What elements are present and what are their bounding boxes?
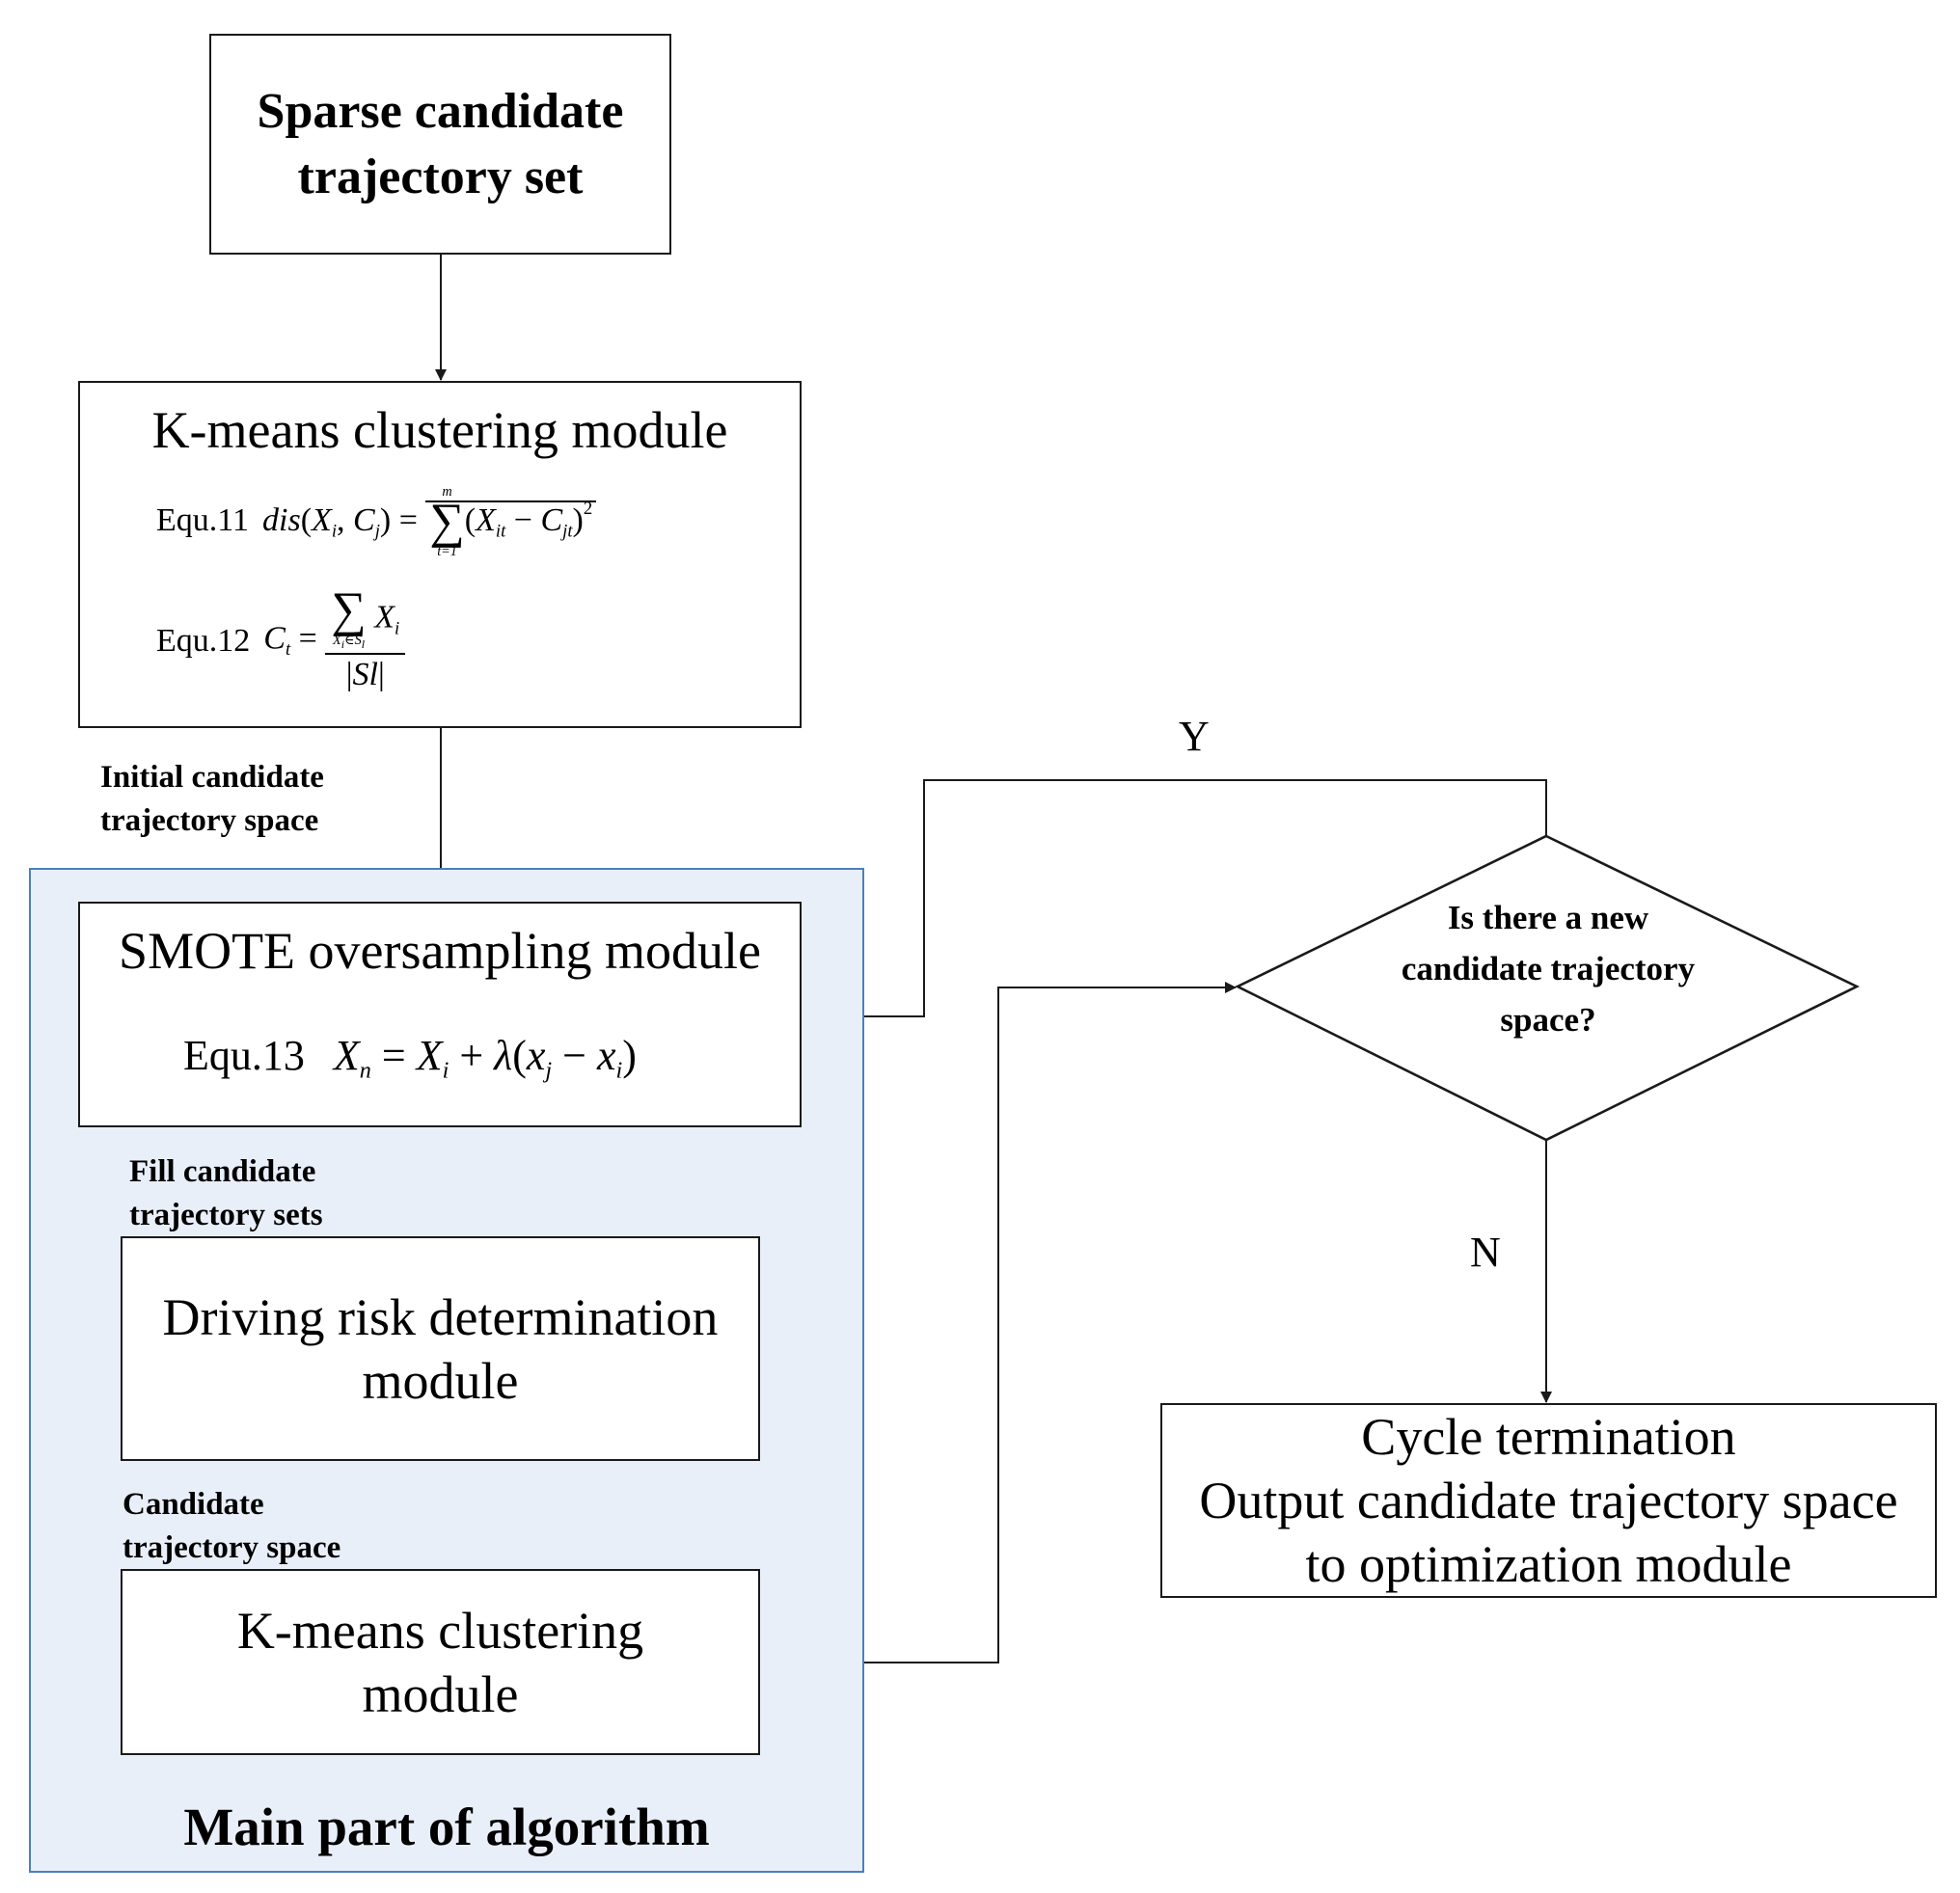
termination-line-2: Output candidate trajectory space <box>1199 1472 1898 1529</box>
arrow-kmeans-to-decision <box>760 982 1237 1663</box>
kmeans-top-title: K-means clustering module <box>151 401 728 459</box>
decision-text: Is there a new candidate trajectory spac… <box>1401 899 1696 1039</box>
eq11-formula: dis(Xi, Cj) = m∑t=1(Xit − Cjt)2 <box>262 461 597 580</box>
equation-13: Equ.13 Xn = Xi + λ(xj − xi) <box>183 1017 637 1109</box>
edge-label-yes: Y <box>1179 713 1210 760</box>
smote-title: SMOTE oversampling module <box>119 922 761 980</box>
arrow-decision-yes-to-smote <box>802 779 1547 1022</box>
kmeans-clustering-box-top: K-means clustering module <box>78 381 802 728</box>
termination-line-3: to optimization module <box>1305 1535 1792 1593</box>
eq13-formula: Xn = Xi + λ(xj − xi) <box>333 1032 637 1084</box>
equation-11: Equ.11 dis(Xi, Cj) = m∑t=1(Xit − Cjt)2 <box>156 461 597 580</box>
edge-label-no: N <box>1470 1229 1501 1276</box>
eq13-label: Equ.13 <box>183 1032 305 1079</box>
kmeans-bottom-text: K-means clustering module <box>236 1601 644 1723</box>
edge-label-candidate-space: Candidate trajectory space <box>122 1487 341 1565</box>
smote-oversampling-box: SMOTE oversampling module <box>78 902 802 1127</box>
eq12-formula: Ct = ∑Xi∈Sl Xi |Sl| <box>263 586 406 693</box>
edge-label-initial-space: Initial candidate trajectory space <box>100 760 324 838</box>
termination-line-1: Cycle termination <box>1361 1408 1736 1466</box>
eq12-label: Equ.12 <box>156 623 251 659</box>
edge-label-fill-sets: Fill candidate trajectory sets <box>129 1154 323 1232</box>
driving-risk-text: Driving risk determination module <box>162 1287 719 1410</box>
kmeans-clustering-box-bottom: K-means clustering module <box>121 1569 760 1755</box>
cycle-termination-box: Cycle termination Output candidate traje… <box>1160 1403 1937 1598</box>
sparse-candidate-set-text: Sparse candidate trajectory set <box>257 83 624 204</box>
region-label: Main part of algorithm <box>183 1798 710 1856</box>
eq11-label: Equ.11 <box>156 501 250 538</box>
sparse-candidate-set-box: Sparse candidate trajectory set <box>209 34 671 255</box>
driving-risk-box: Driving risk determination module <box>121 1236 760 1461</box>
equation-12: Equ.12 Ct = ∑Xi∈Sl Xi |Sl| <box>156 579 406 704</box>
